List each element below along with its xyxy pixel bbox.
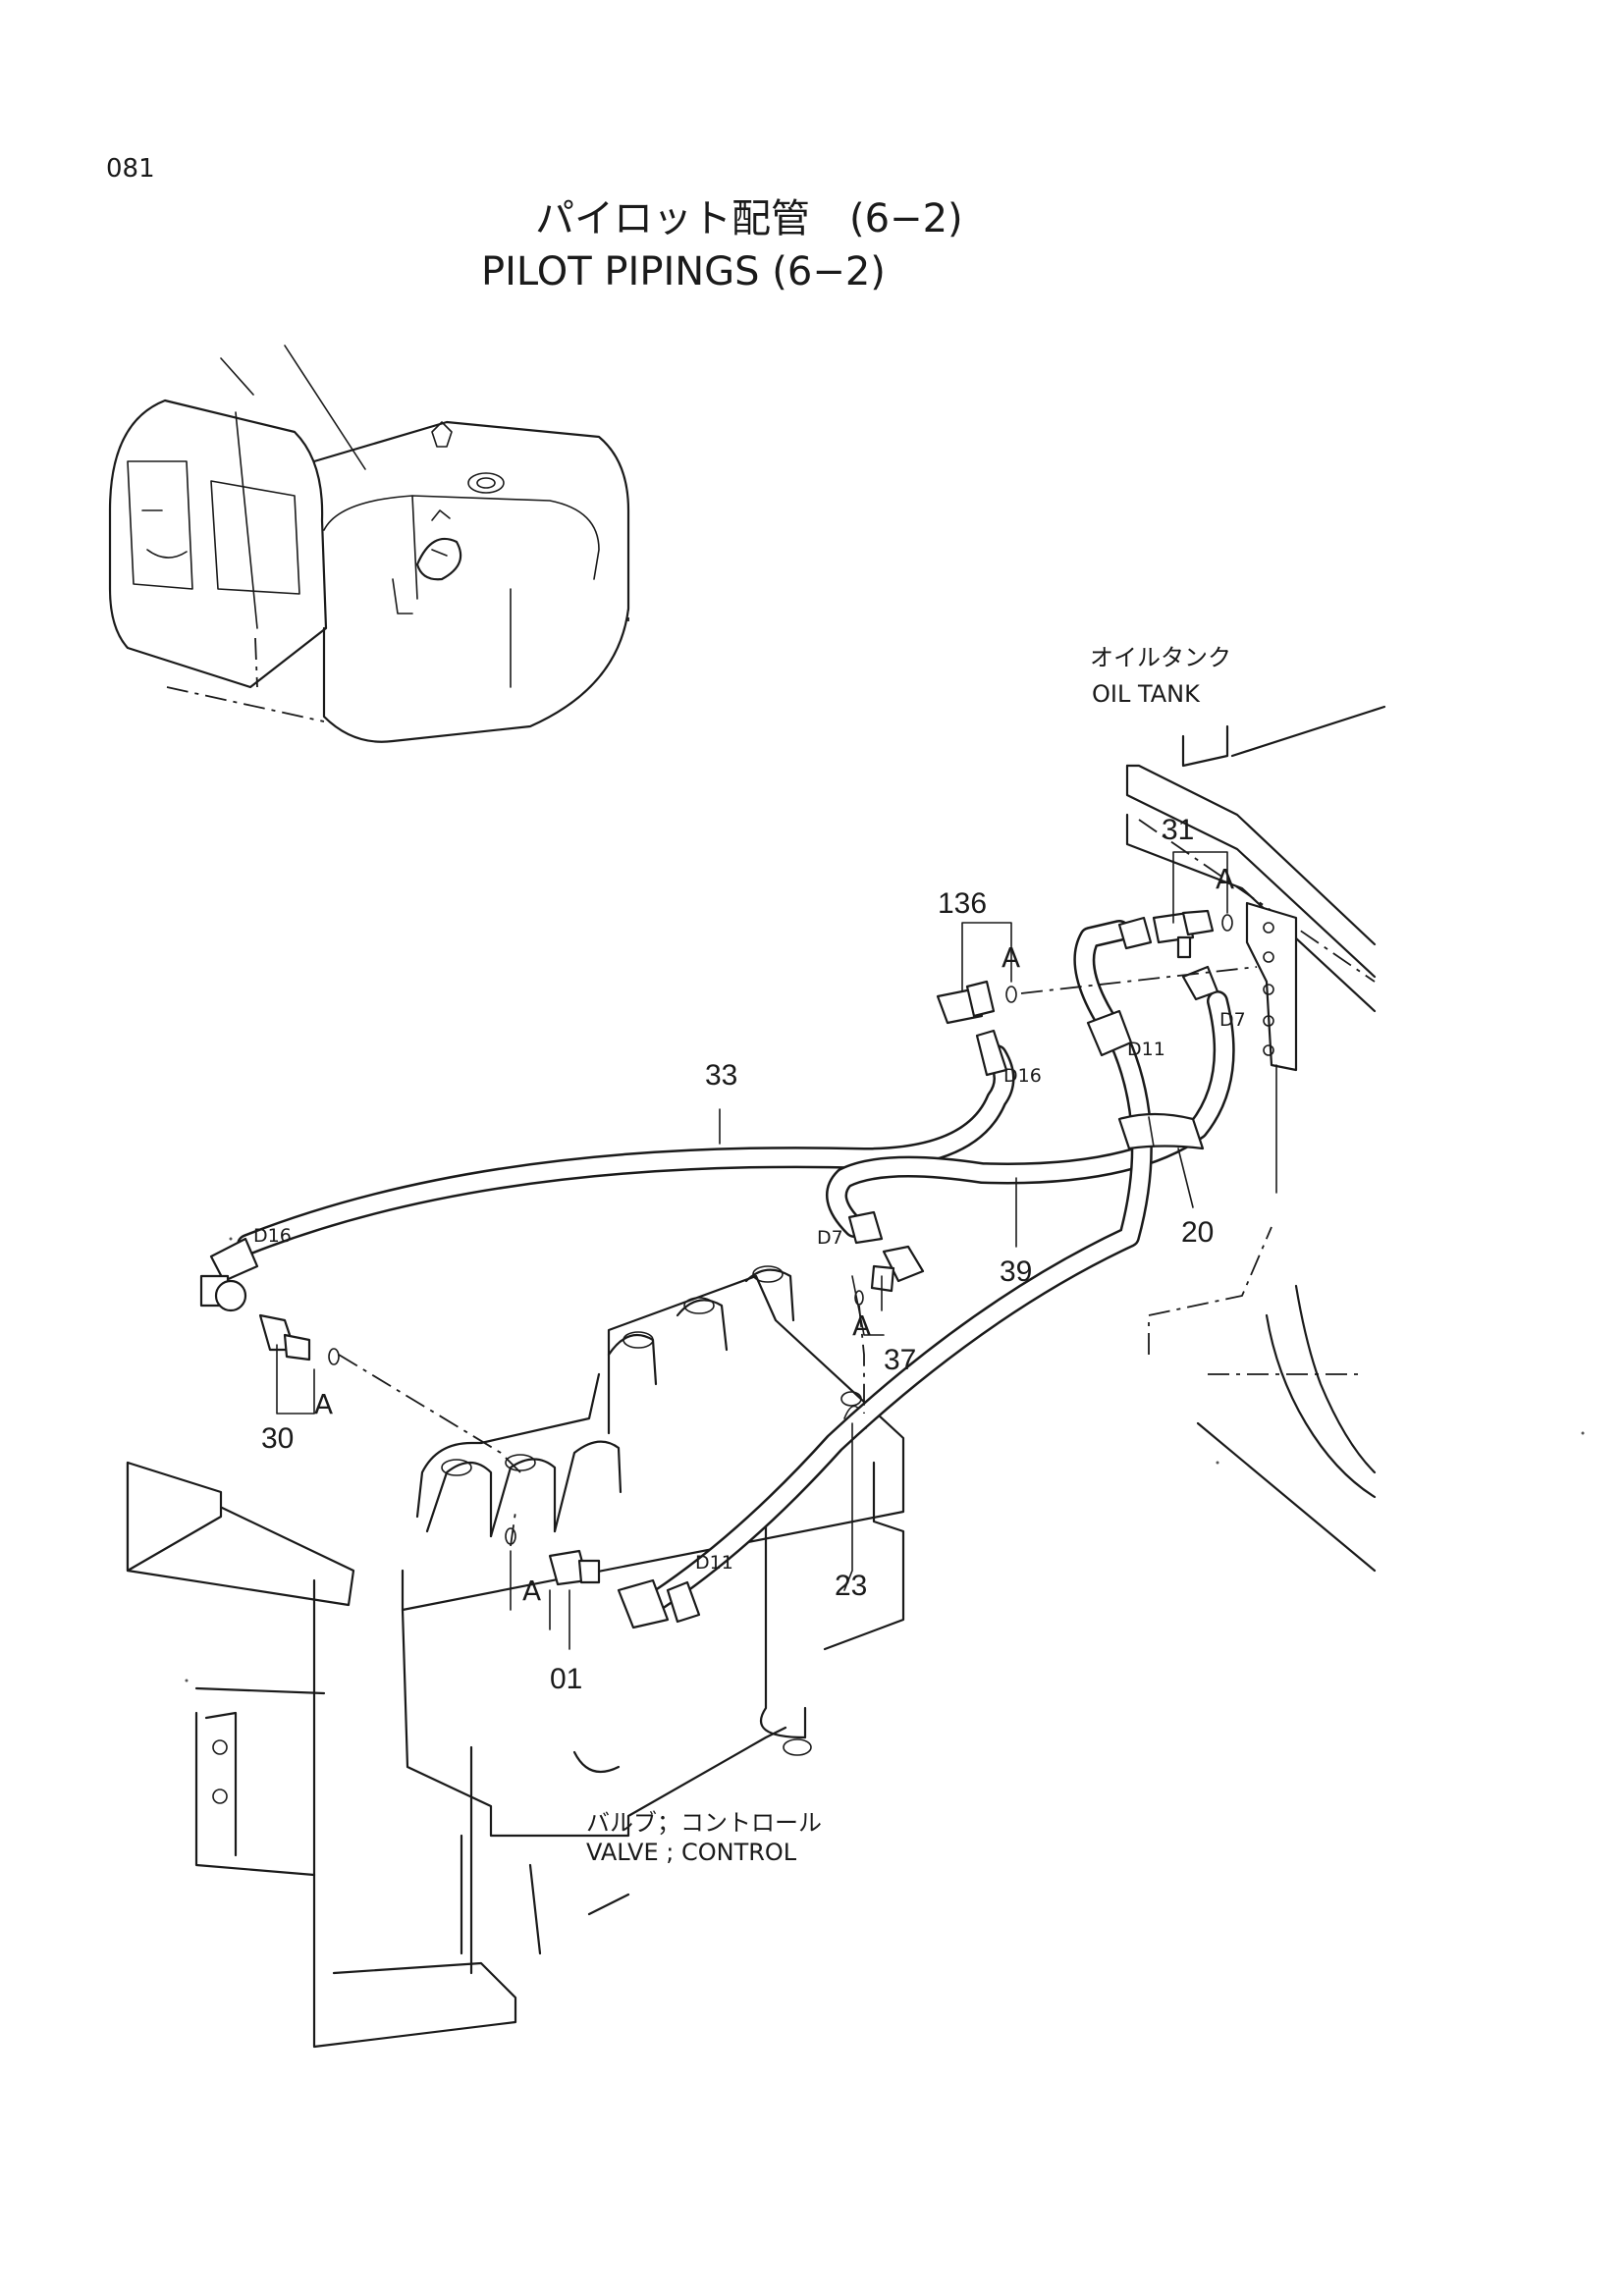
control-valve-assembly bbox=[126, 1265, 905, 2049]
hose-code-d7-valve: D7 bbox=[817, 1227, 843, 1249]
part-callout-20: 20 bbox=[1181, 1216, 1214, 1249]
title-english: PILOT PIPINGS (6−2) bbox=[481, 249, 886, 294]
hose-code-labels: D16 D16 D11 D11 D7 D7 bbox=[253, 1009, 1246, 1574]
control-valve-label-en: VALVE ; CONTROL bbox=[586, 1839, 797, 1866]
hose-code-d16-right: D16 bbox=[1003, 1065, 1042, 1087]
oil-tank-label-en: OIL TANK bbox=[1092, 680, 1201, 708]
part-callout-30: 30 bbox=[261, 1422, 294, 1455]
detail-mark-a-136: A bbox=[1001, 941, 1020, 974]
part-callout-23: 23 bbox=[835, 1570, 867, 1602]
excavator-overview-illustration bbox=[108, 345, 630, 743]
part-callout-33: 33 bbox=[705, 1059, 737, 1092]
detail-mark-a-30: A bbox=[314, 1388, 333, 1420]
hose-code-d11-top: D11 bbox=[1127, 1039, 1165, 1060]
leader-lines bbox=[276, 851, 1258, 1650]
fittings bbox=[199, 909, 1233, 1629]
control-valve-label-jp: バルブ；コントロール bbox=[586, 1809, 822, 1837]
oil-tank-label-jp: オイルタンク bbox=[1090, 644, 1231, 671]
hose-code-d7-tank: D7 bbox=[1219, 1009, 1246, 1031]
pilot-hoses bbox=[237, 920, 1235, 1611]
hose-code-d16-left: D16 bbox=[253, 1225, 292, 1247]
part-number-callouts: 136 31 33 20 39 37 30 23 01 bbox=[261, 814, 1214, 1695]
scan-artifacts bbox=[185, 1237, 1585, 1682]
detail-mark-a-31: A bbox=[1216, 863, 1234, 895]
page-number: 081 bbox=[106, 154, 155, 184]
oil-tank-label: オイルタンク OIL TANK bbox=[1090, 644, 1231, 708]
part-callout-31: 31 bbox=[1162, 814, 1194, 846]
oil-tank-structure bbox=[1125, 705, 1386, 1573]
part-callout-01: 01 bbox=[550, 1663, 582, 1695]
part-callout-37: 37 bbox=[884, 1344, 916, 1376]
detail-a-marks: A A A A A bbox=[314, 863, 1234, 1607]
part-callout-136: 136 bbox=[938, 887, 987, 920]
detail-mark-a-37: A bbox=[852, 1309, 871, 1342]
detail-mark-a-01: A bbox=[522, 1575, 541, 1607]
part-callout-39: 39 bbox=[1000, 1255, 1032, 1288]
control-valve-label: バルブ；コントロール VALVE ; CONTROL bbox=[586, 1809, 822, 1866]
hose-code-d11-bottom: D11 bbox=[695, 1552, 733, 1574]
title-japanese: パイロット配管 (6−2) bbox=[535, 196, 963, 241]
